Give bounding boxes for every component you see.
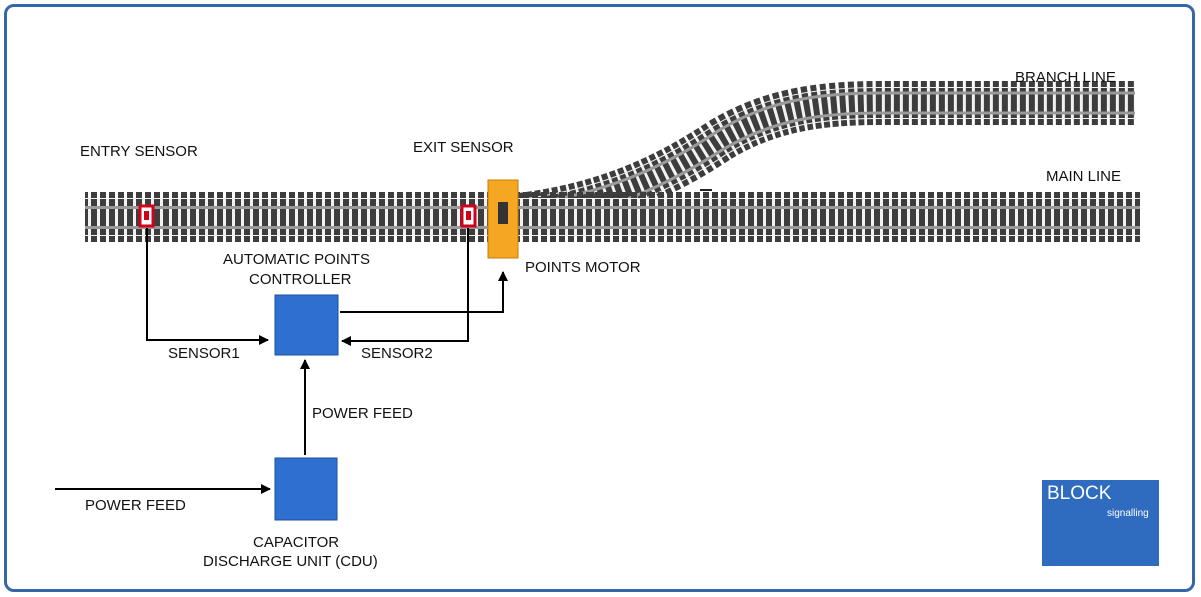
controller-label-line2: CONTROLLER [249, 271, 352, 288]
exit-sensor-label: EXIT SENSOR [413, 139, 514, 156]
wiring [55, 228, 508, 494]
logo-subtitle: signalling [1107, 508, 1149, 519]
main-line-track [85, 192, 1140, 242]
logo-title: BLOCK [1047, 483, 1112, 504]
sensor1-wire [146, 228, 269, 345]
entry-sensor [138, 204, 155, 228]
cdu-label-line2: DISCHARGE UNIT (CDU) [203, 553, 378, 570]
controller-label-line1: AUTOMATIC POINTS [223, 251, 370, 268]
entry-sensor-label: ENTRY SENSOR [80, 143, 198, 160]
exit-sensor [460, 204, 477, 228]
power-feed-input-label: POWER FEED [85, 497, 186, 514]
points-motor-lever [498, 202, 508, 224]
sensor1-label: SENSOR1 [168, 345, 240, 362]
sensor2-wire [341, 228, 469, 346]
sensor2-label: SENSOR2 [361, 345, 433, 362]
branch-line-label: BRANCH LINE [1015, 69, 1116, 86]
automatic-points-controller-box [274, 294, 339, 356]
block-signalling-logo: BLOCK signalling [1042, 480, 1159, 566]
points-motor-wire [340, 271, 508, 313]
cdu-box [274, 457, 338, 521]
points-motor-label: POINTS MOTOR [525, 259, 641, 276]
main-line-label: MAIN LINE [1046, 168, 1121, 185]
cdu-label-line1: CAPACITOR [253, 534, 339, 551]
power-feed-controller-label: POWER FEED [312, 405, 413, 422]
